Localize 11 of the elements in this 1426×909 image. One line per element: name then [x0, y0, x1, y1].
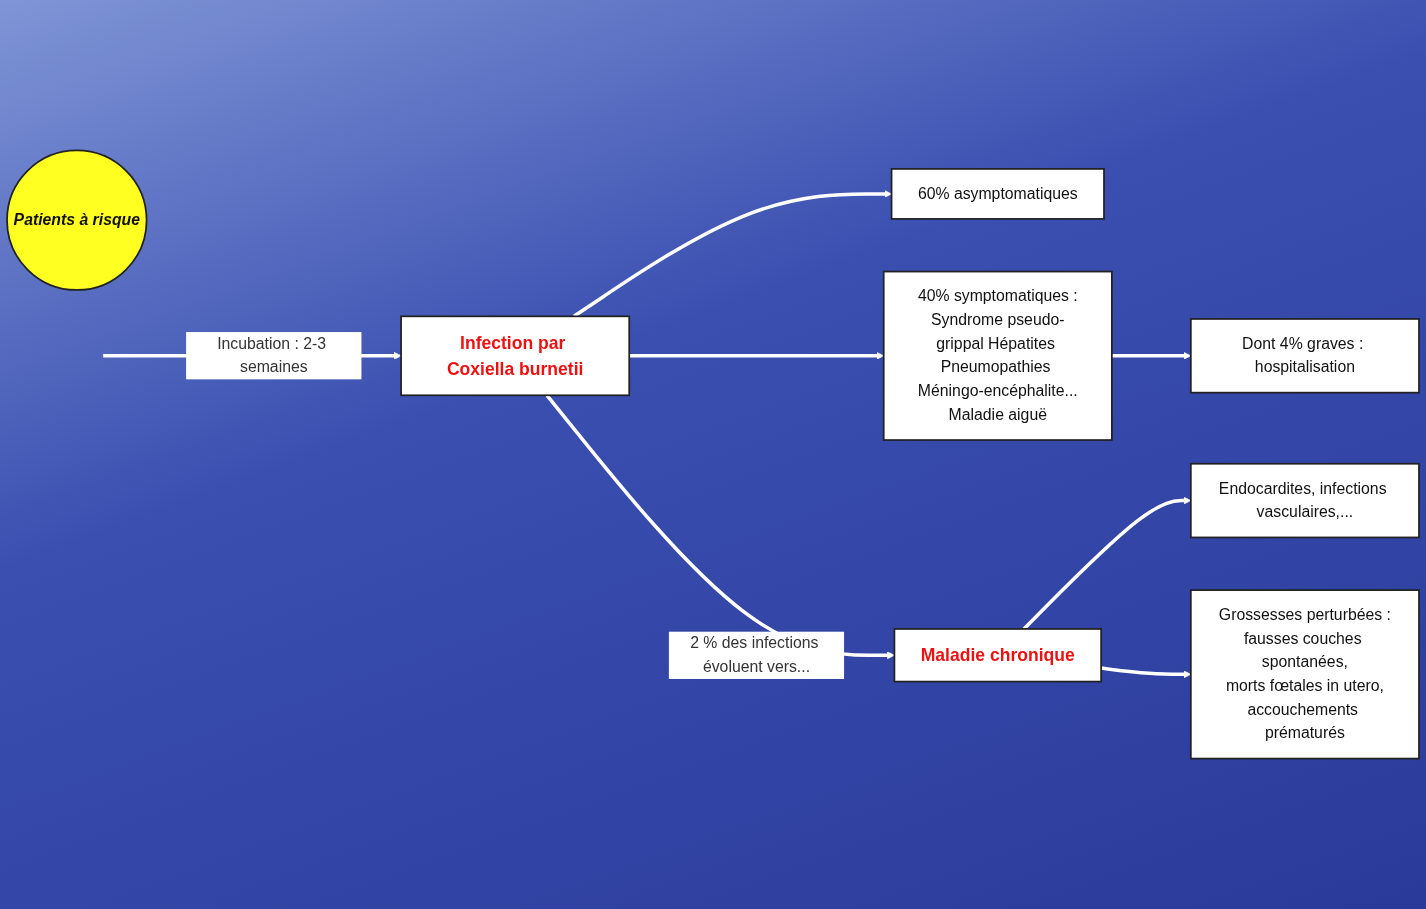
node-box: Grossesses perturbées : fausses couches spontanées, morts fœtales in utero, accouchements prématurés — [1189, 589, 1420, 760]
edge-label: Incubation : 2-3 semaines — [217, 334, 327, 376]
node-circle: Patients à risque — [6, 149, 148, 291]
node-box: Endocardites, infections vasculaires,... — [1189, 462, 1420, 539]
arrow — [573, 190, 892, 318]
node-box: Infection par Coxiella burnetii — [400, 315, 631, 397]
node-box: 60% asymptomatiques — [890, 168, 1105, 220]
node-box: Dont 4% graves : hospitalisation — [1189, 318, 1420, 394]
node-box: Maladie chronique — [893, 628, 1103, 683]
edge-label: 2 % des infections évoluent vers... — [690, 634, 819, 676]
node-box: 40% symptomatiques : Syndrome pseudo-grippal Hépatites Pneumopathies Méningo-encéphalite... Maladie aiguë — [882, 270, 1113, 441]
